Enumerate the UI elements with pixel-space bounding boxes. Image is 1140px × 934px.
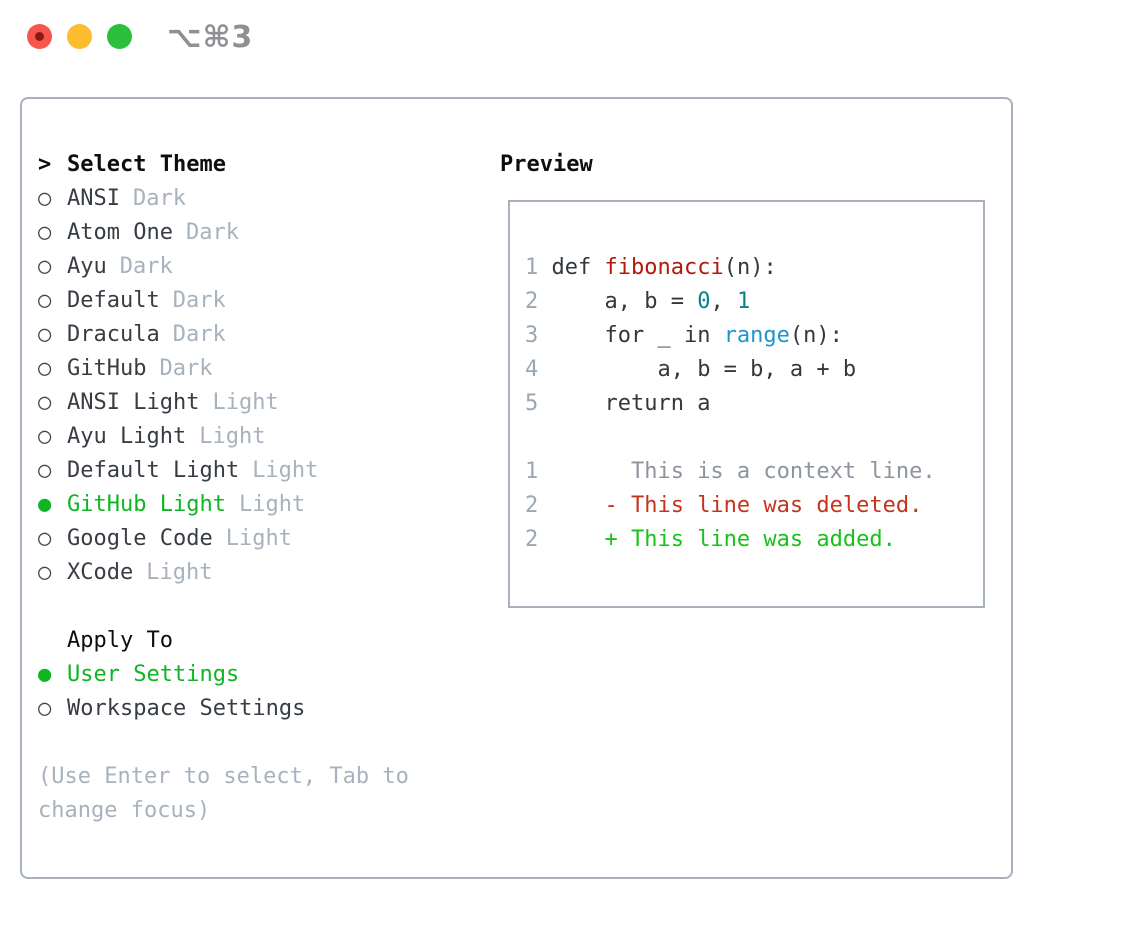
radio-icon: ○ [38,390,52,415]
radio-icon: ○ [38,356,52,381]
theme-name: Ayu [67,254,107,279]
code-line: 5 return a [525,391,711,416]
diff-deleted-line: 2 - This line was deleted. [525,493,923,518]
prompt-icon: > [38,152,52,177]
number-token: 1 [736,289,751,314]
preview-title: Preview [500,152,593,177]
code-line: 1 def fibonacci(n): [525,255,777,280]
line-number: 2 [525,493,539,518]
traffic-lights [27,24,132,49]
radio-icon: ○ [38,560,52,585]
apply-to-section: Apply To ● User Settings ○ Workspace Set… [38,624,500,726]
theme-variant-badge: Dark [172,288,226,313]
preview-column: Preview 1 def fibonacci(n): 2 a, b = 0, … [500,148,1011,877]
theme-variant-badge: Dark [119,254,173,279]
theme-variant-badge: Dark [159,356,213,381]
close-dot-icon [35,32,44,41]
zoom-button[interactable] [107,24,132,49]
theme-name: XCode [67,560,134,585]
apply-to-option[interactable]: ● User Settings [38,658,500,692]
theme-variant-badge: Light [212,390,279,415]
theme-variant-badge: Light [199,424,266,449]
diff-context-line: 1 This is a context line. [525,459,936,484]
function-name-token: fibonacci [604,255,724,280]
line-number: 1 [525,255,539,280]
close-button[interactable] [27,24,52,49]
code-line: 2 a, b = 0, 1 [525,289,751,314]
theme-name: Atom One [67,220,173,245]
line-number: 2 [525,527,539,552]
window-title: ⌥⌘3 [167,20,254,55]
minimize-button[interactable] [67,24,92,49]
hint-text: (Use Enter to select, Tab to change focu… [38,764,409,823]
theme-variant-badge: Light [252,458,319,483]
line-number: 2 [525,289,539,314]
theme-name: Default [67,288,160,313]
theme-variant-badge: Dark [132,186,186,211]
diff-added-line: 2 + This line was added. [525,527,896,552]
radio-icon: ○ [38,322,52,347]
code-line: 3 for _ in range(n): [525,323,843,348]
radio-icon: ○ [38,526,52,551]
theme-name: GitHub [67,356,147,381]
radio-icon: ○ [38,424,52,449]
window-titlebar: ⌥⌘3 [0,0,1140,97]
select-theme-header: > Select Theme [38,148,500,182]
apply-to-option[interactable]: ○ Workspace Settings [38,692,500,726]
number-token: 0 [697,289,711,314]
builtin-token: range [723,323,790,348]
apply-to-list: ● User Settings ○ Workspace Settings [38,658,500,726]
apply-to-label: User Settings [67,662,240,687]
radio-icon: ○ [38,220,52,245]
theme-name: ANSI Light [67,390,200,415]
select-theme-title: Select Theme [67,152,226,177]
theme-name: ANSI [67,186,120,211]
radio-icon: ○ [38,186,52,211]
line-number: 3 [525,323,539,348]
theme-option[interactable]: ○ Dracula Dark [38,318,500,352]
theme-picker-panel: > Select Theme ○ ANSI Dark ○ Atom One Da… [20,97,1013,879]
theme-list: ○ ANSI Dark ○ Atom One Dark ○ Ayu Dark [38,182,500,590]
theme-option[interactable]: ○ Ayu Dark [38,250,500,284]
theme-option[interactable]: ○ XCode Light [38,556,500,590]
theme-option[interactable]: ○ Atom One Dark [38,216,500,250]
theme-variant-badge: Light [238,492,306,517]
theme-option[interactable]: ○ Default Dark [38,284,500,318]
radio-icon: ● [38,662,52,687]
theme-variant-badge: Dark [185,220,239,245]
radio-icon: ● [38,492,52,517]
radio-icon: ○ [38,458,52,483]
radio-icon: ○ [38,254,52,279]
theme-variant-badge: Light [225,526,292,551]
theme-option[interactable]: ○ Default Light Light [38,454,500,488]
theme-option[interactable]: ● GitHub Light Light [38,488,500,522]
radio-icon: ○ [38,288,52,313]
preview-box: 1 def fibonacci(n): 2 a, b = 0, 1 3 for … [508,200,985,608]
apply-to-label: Workspace Settings [67,696,306,721]
blank-line [525,421,983,455]
line-number: 4 [525,357,539,382]
theme-name: Ayu Light [67,424,187,449]
line-number: 5 [525,391,539,416]
theme-option[interactable]: ○ ANSI Dark [38,182,500,216]
code-line: 4 a, b = b, a + b [525,357,857,382]
theme-list-column: > Select Theme ○ ANSI Dark ○ Atom One Da… [38,148,500,877]
theme-variant-badge: Dark [172,322,226,347]
theme-name: Google Code [67,526,213,551]
apply-to-title: Apply To [67,628,173,653]
theme-name: Dracula [67,322,160,347]
line-number: 1 [525,459,539,484]
theme-option[interactable]: ○ ANSI Light Light [38,386,500,420]
theme-option[interactable]: ○ Google Code Light [38,522,500,556]
theme-name: GitHub Light [67,492,226,517]
theme-option[interactable]: ○ GitHub Dark [38,352,500,386]
theme-name: Default Light [67,458,240,483]
theme-variant-badge: Light [146,560,213,585]
apply-to-header: Apply To [38,624,500,658]
radio-icon: ○ [38,696,52,721]
theme-option[interactable]: ○ Ayu Light Light [38,420,500,454]
